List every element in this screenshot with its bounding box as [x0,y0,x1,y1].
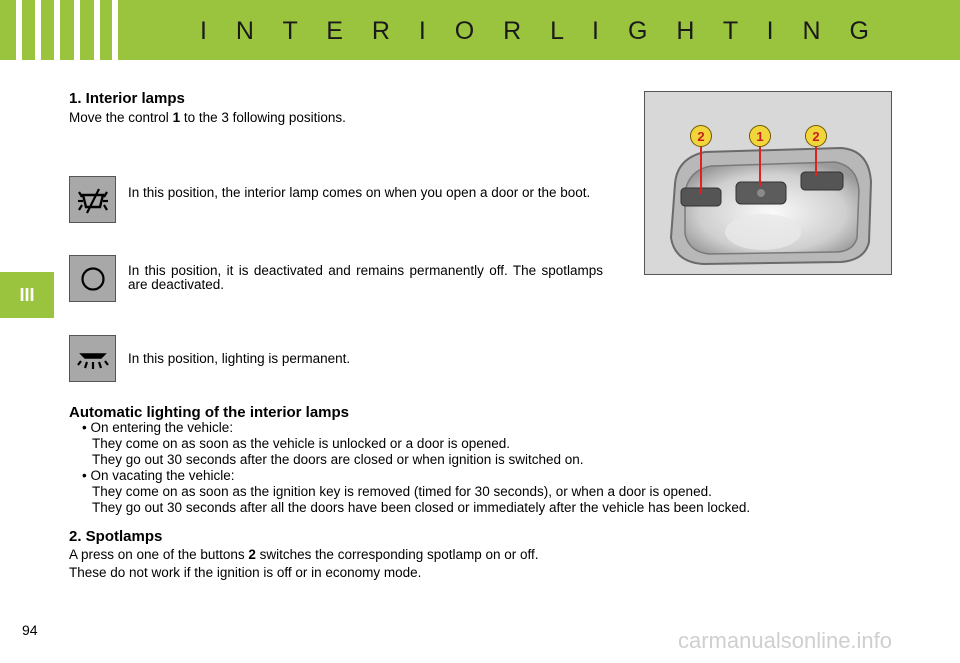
callout-leader [815,144,817,176]
header-stripe [74,0,80,60]
lamp-on-icon [69,335,116,382]
header-stripe [16,0,22,60]
header-bar: I N T E R I O R L I G H T I N G [0,0,960,60]
callout-2-left: 2 [690,125,712,147]
callout-leader [759,144,761,186]
entering-line-2: They go out 30 seconds after the doors a… [92,452,584,467]
section1-title: 1. Interior lamps [69,90,185,107]
spotlamp-line-1: A press on one of the buttons 2 switches… [69,547,539,562]
callout-leader [700,144,702,194]
callout-2-right: 2 [805,125,827,147]
position-3-text: In this position, lighting is permanent. [128,351,351,366]
chapter-tab: III [0,272,54,318]
vacating-line-1: They come on as soon as the ignition key… [92,484,712,499]
header-stripe [54,0,60,60]
section2-title: 2. Spotlamps [69,528,163,545]
header-stripe [112,0,118,60]
interior-lamp-photo: 2 1 2 [644,91,892,275]
header-stripe [35,0,41,60]
header-stripe [94,0,100,60]
spotlamp-line-2: These do not work if the ignition is off… [69,565,422,580]
vacating-line-2: They go out 30 seconds after all the doo… [92,500,751,515]
bullet-entering: • On entering the vehicle: [82,420,234,435]
auto-lighting-title: Automatic lighting of the interior lamps [69,404,350,421]
bullet-vacating: • On vacating the vehicle: [82,468,235,483]
entering-line-1: They come on as soon as the vehicle is u… [92,436,510,451]
watermark: carmanualsonline.info [678,628,893,653]
section1-intro: Move the control 1 to the 3 following po… [69,110,346,125]
door-lamp-icon [69,176,116,223]
callout-1: 1 [749,125,771,147]
page-number: 94 [22,622,38,638]
page-title: I N T E R I O R L I G H T I N G [200,17,880,45]
position-2-text: In this position, it is deactivated and … [128,263,603,292]
position-1-text: In this position, the interior lamp come… [128,185,591,200]
circle-off-icon [69,255,116,302]
